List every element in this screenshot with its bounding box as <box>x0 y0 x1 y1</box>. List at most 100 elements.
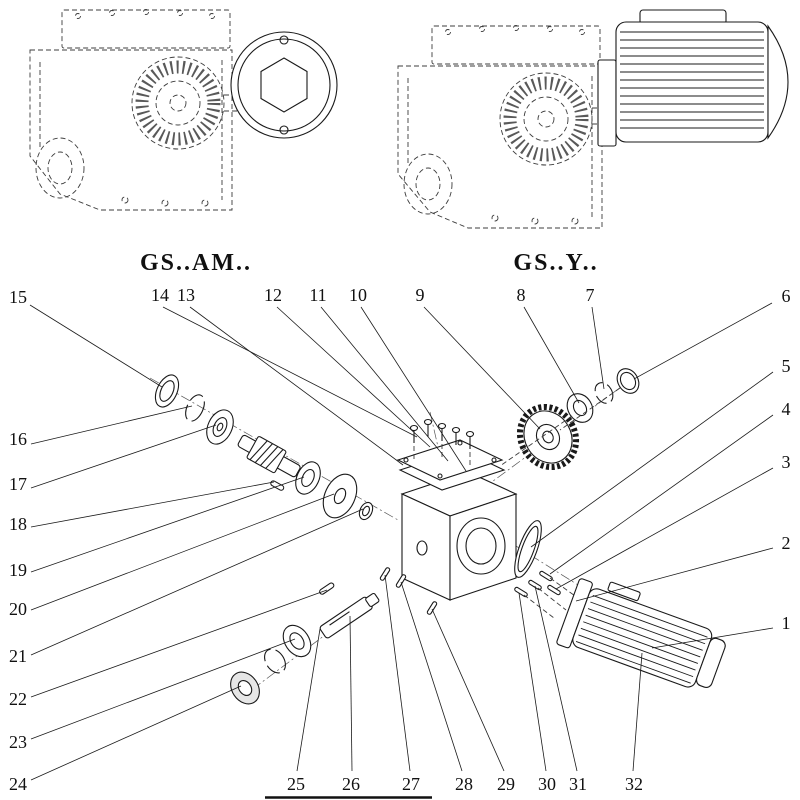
part-cover-plate <box>396 439 504 481</box>
callout-number-25: 25 <box>287 774 305 794</box>
part-helical-gear <box>516 403 580 471</box>
callout-number-31: 31 <box>569 774 587 794</box>
motor-top-view <box>597 9 789 147</box>
callout-number-6: 6 <box>782 286 791 306</box>
part-output-washer <box>230 671 260 705</box>
callout-number-18: 18 <box>9 514 27 534</box>
part-snap-ring-output <box>264 648 286 674</box>
callout-leader-32 <box>632 652 643 772</box>
callout-number-26: 26 <box>342 774 360 794</box>
gear-stack-guides <box>499 387 621 467</box>
callout-leader-1 <box>651 627 774 649</box>
callout-leader-25 <box>296 628 321 772</box>
gear-hatch-left <box>135 60 221 146</box>
callout-leader-31 <box>534 585 578 772</box>
callout-leader-5 <box>530 371 774 548</box>
callout-leader-26 <box>349 615 353 772</box>
callout-leader-28 <box>400 581 463 772</box>
callout-leader-11 <box>320 306 449 462</box>
callout-number-21: 21 <box>9 646 27 666</box>
part-snap-ring-gear <box>594 382 614 404</box>
callout-number-16: 16 <box>9 429 27 449</box>
callout-number-30: 30 <box>538 774 556 794</box>
callout-number-20: 20 <box>9 599 27 619</box>
exploded-assembly <box>149 368 726 705</box>
callout-number-15: 15 <box>9 287 27 307</box>
callout-leader-19 <box>30 476 305 573</box>
callout-leader-4 <box>549 414 774 575</box>
view-label-gs-am: GS..AM.. <box>140 250 252 276</box>
callout-leader-30 <box>518 592 547 772</box>
callout-number-1: 1 <box>782 613 791 633</box>
part-shim-ring <box>616 368 640 394</box>
part-output-shaft <box>319 592 380 639</box>
callout-leader-6 <box>633 302 773 380</box>
callout-leader-17 <box>30 424 217 489</box>
callout-leader-24 <box>30 685 242 781</box>
callout-number-10: 10 <box>349 285 367 305</box>
part-worm-wheel-disc <box>322 473 358 519</box>
view-gs-am-drawing <box>29 9 338 211</box>
callout-number-2: 2 <box>782 533 791 553</box>
callout-number-9: 9 <box>416 285 425 305</box>
part-snap-ring-input <box>185 394 205 422</box>
callout-leader-27 <box>384 574 411 772</box>
part-spacer-ring <box>358 501 374 521</box>
callout-leader-7 <box>591 306 605 390</box>
callout-leader-16 <box>30 405 193 445</box>
callout-number-29: 29 <box>497 774 515 794</box>
callout-number-12: 12 <box>264 285 282 305</box>
callout-leader-9 <box>423 306 541 430</box>
callout-leader-14 <box>162 306 418 438</box>
part-dowel-pin <box>319 582 335 595</box>
part-motor-bolts <box>514 570 579 619</box>
part-seal-ring <box>154 374 180 408</box>
callout-number-17: 17 <box>9 474 27 494</box>
callout-number-19: 19 <box>9 560 27 580</box>
callout-leader-23 <box>30 638 296 740</box>
callout-number-11: 11 <box>309 285 326 305</box>
part-housing-screws <box>379 567 438 615</box>
part-bearing-gear <box>566 393 594 423</box>
callout-leader-2 <box>575 547 774 602</box>
part-bearing-input-front <box>206 409 234 445</box>
callout-number-8: 8 <box>517 285 526 305</box>
view-label-gs-y: GS..Y.. <box>513 250 598 276</box>
callout-leader-12 <box>276 306 431 448</box>
gear-hatch-right <box>503 76 589 162</box>
callout-number-3: 3 <box>782 452 791 472</box>
callout-number-5: 5 <box>782 356 791 376</box>
callout-leader-21 <box>30 508 364 656</box>
callout-number-14: 14 <box>151 285 169 305</box>
callout-number-4: 4 <box>782 399 791 419</box>
callout-number-22: 22 <box>9 689 27 709</box>
part-gear-housing <box>400 471 518 601</box>
part-bearing-output <box>282 624 312 658</box>
callout-leader-15 <box>29 304 163 388</box>
part-key <box>270 480 285 491</box>
part-cover-bolts <box>409 418 475 466</box>
callout-leader-29 <box>431 608 505 772</box>
callout-leader-8 <box>523 306 580 404</box>
part-motor <box>556 578 726 688</box>
callout-number-28: 28 <box>455 774 473 794</box>
callout-number-13: 13 <box>177 285 195 305</box>
callout-number-27: 27 <box>402 774 420 794</box>
callout-number-23: 23 <box>9 732 27 752</box>
axis-input-shaft <box>149 377 399 521</box>
callout-leader-20 <box>30 493 335 611</box>
part-motor-gasket-ring <box>514 520 542 578</box>
callout-leader-22 <box>30 589 328 698</box>
view-gs-y-drawing <box>397 9 789 229</box>
callout-leader-3 <box>555 467 774 590</box>
callout-number-32: 32 <box>625 774 643 794</box>
callout-leader-13 <box>189 306 404 466</box>
output-flange <box>230 31 338 139</box>
callout-number-7: 7 <box>586 285 595 305</box>
callout-leader-18 <box>30 481 275 528</box>
part-bearing-input-rear <box>295 461 321 495</box>
callout-leader-10 <box>360 306 467 472</box>
